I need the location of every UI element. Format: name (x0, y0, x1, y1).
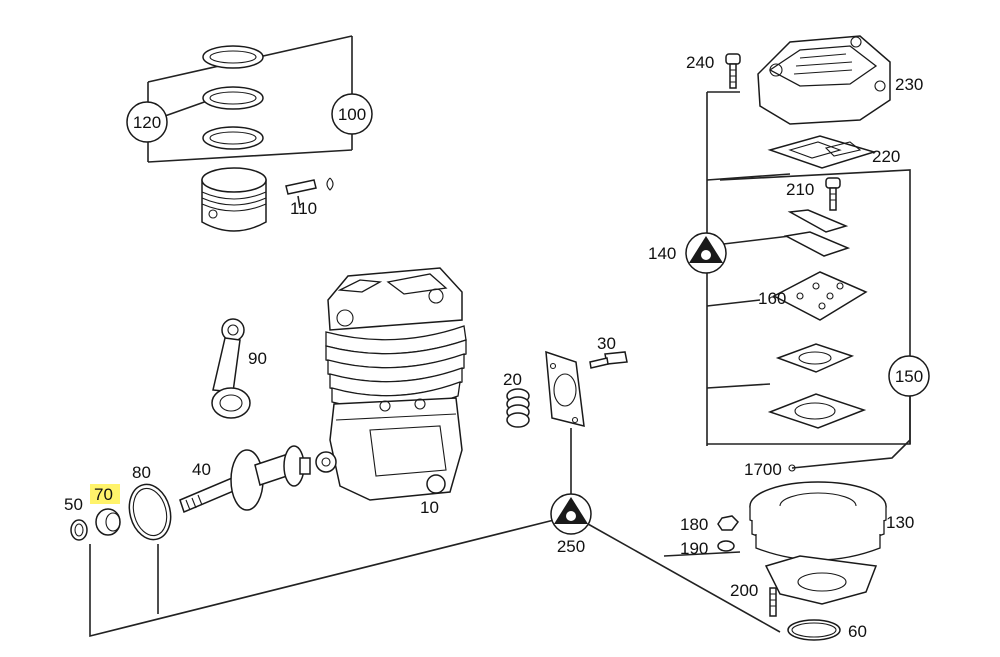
label-110: 110 (290, 199, 317, 218)
label-230: 230 (895, 75, 923, 94)
label-180: 180 (680, 515, 708, 534)
piston-group (147, 35, 353, 232)
label-220: 220 (872, 147, 900, 166)
screw-200[interactable] (769, 587, 777, 617)
head-group (706, 35, 911, 446)
pin-clip[interactable] (326, 177, 334, 191)
label-120: 120 (133, 113, 161, 132)
o-ring-80[interactable] (123, 480, 176, 544)
label-140: 140 (648, 244, 676, 263)
washer-190[interactable] (717, 540, 735, 552)
cylinder-head-230[interactable] (757, 35, 891, 125)
label-30: 30 (597, 334, 616, 353)
label-50: 50 (64, 495, 83, 514)
valve-spring[interactable] (506, 388, 530, 428)
screw-210[interactable] (825, 177, 841, 211)
o-ring-60[interactable] (787, 619, 841, 641)
connecting-rod[interactable] (211, 318, 251, 419)
highlight-70 (90, 484, 120, 504)
reed-valve-upper[interactable] (787, 209, 849, 233)
compressor-body[interactable] (315, 267, 467, 501)
valve-plate-160[interactable] (772, 271, 868, 321)
gasket-lower[interactable] (767, 393, 867, 429)
callout-100[interactable] (331, 93, 373, 135)
gasket-plate[interactable] (545, 350, 585, 427)
crankshaft[interactable] (179, 445, 311, 514)
label-160: 160 (758, 289, 786, 308)
label-130: 130 (886, 513, 914, 532)
label-90: 90 (248, 349, 267, 368)
label-20: 20 (503, 370, 522, 389)
label-40: 40 (192, 460, 211, 479)
kit-symbol-140[interactable] (685, 232, 727, 274)
piston[interactable] (201, 167, 267, 232)
label-150: 150 (895, 367, 923, 386)
piston-ring-3[interactable] (202, 126, 264, 150)
label-190: 190 (680, 539, 708, 558)
label-250: 250 (557, 537, 585, 556)
piston-ring-2[interactable] (202, 86, 264, 110)
cylinder-130[interactable] (749, 481, 887, 605)
piston-ring-1[interactable] (202, 45, 264, 69)
label-240: 240 (686, 53, 714, 72)
label-210: 210 (786, 180, 814, 199)
gasket-mid[interactable] (775, 343, 855, 373)
label-200: 200 (730, 581, 758, 600)
label-100: 100 (338, 105, 366, 124)
label-1700: 1700 (744, 460, 782, 479)
label-10: 10 (420, 498, 439, 517)
piston-pin[interactable] (285, 179, 317, 195)
label-60: 60 (848, 622, 867, 641)
bearing-70[interactable] (95, 508, 121, 536)
screw-30[interactable] (589, 351, 628, 369)
reed-valve-lower[interactable] (783, 231, 851, 257)
kit-symbol-250[interactable] (550, 493, 592, 535)
callout-120[interactable] (126, 101, 168, 143)
screw-240[interactable] (725, 53, 741, 89)
callout-150[interactable] (888, 355, 930, 397)
nut-180[interactable] (717, 515, 739, 531)
label-80: 80 (132, 463, 151, 482)
label-70: 70 (94, 485, 113, 504)
seal-ring-50[interactable] (70, 519, 88, 541)
gasket-220[interactable] (767, 135, 877, 169)
